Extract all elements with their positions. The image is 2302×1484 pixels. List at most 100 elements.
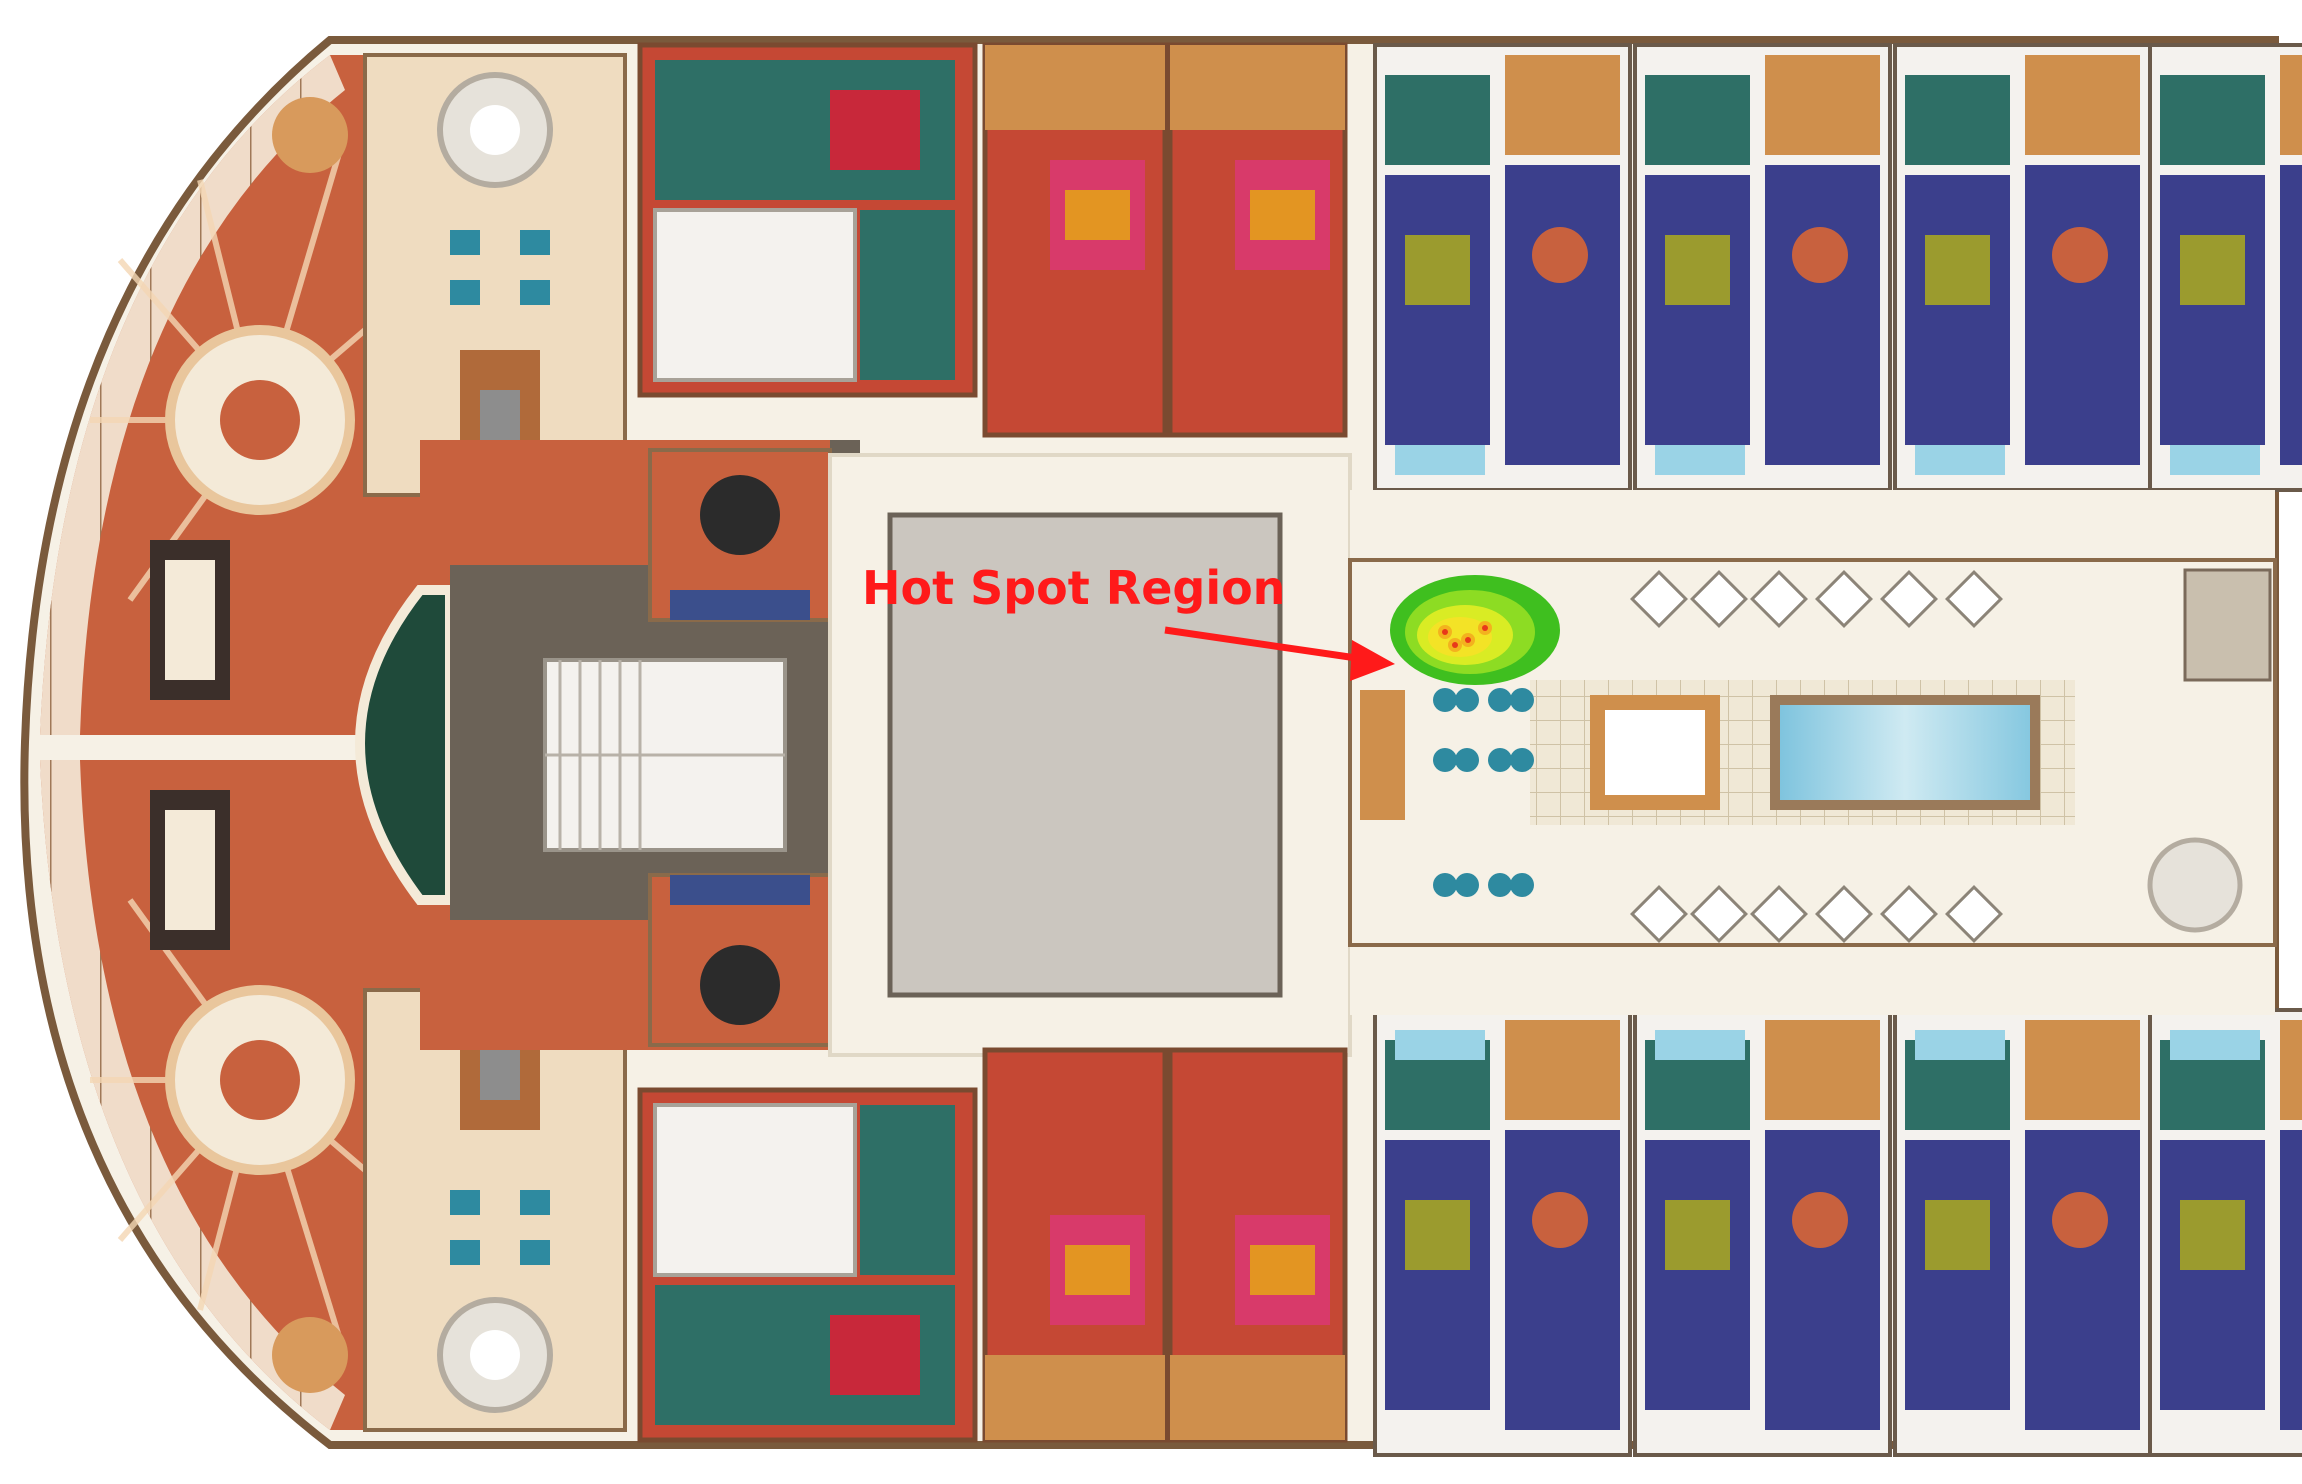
suite-row-lower-right — [1167, 1047, 1348, 1443]
cabin-bath — [1645, 75, 1750, 165]
bistro-seat — [1488, 748, 1512, 772]
aft-stairs — [2183, 568, 2272, 682]
cabin-bed — [1405, 1200, 1470, 1270]
lounge-chair — [1750, 885, 1808, 943]
cabin-carpet — [1385, 175, 1490, 445]
cabin-bath — [2160, 75, 2265, 165]
bistro-seat — [1455, 873, 1479, 897]
cabin-bed — [1925, 235, 1990, 305]
bistro-seat — [1510, 748, 1534, 772]
lounge-chair — [1690, 570, 1748, 628]
lounge-chair — [1945, 885, 2003, 943]
cabin-vanity — [1655, 445, 1745, 475]
bistro-seat — [1433, 688, 1457, 712]
hot-spot-annotation: Hot Spot Region — [862, 561, 1395, 681]
cabin-bed — [2180, 235, 2245, 305]
cabin-vanity — [1655, 1030, 1745, 1060]
bar-counter — [1360, 690, 1405, 820]
cabin-rug — [1792, 227, 1848, 283]
cabin-balcony — [2280, 55, 2302, 155]
cabin-bath — [1905, 75, 2010, 165]
cabin-vanity — [1915, 445, 2005, 475]
cabin-carpet — [2160, 175, 2265, 445]
lounge-chair — [1880, 570, 1938, 628]
swimming-pool — [1780, 705, 2030, 800]
hot-spot-arrow — [1164, 626, 1371, 664]
arrow-head-icon — [1350, 640, 1395, 681]
cabin-vanity — [1395, 445, 1485, 475]
bistro-tables — [1433, 688, 1534, 897]
bistro-seat — [1488, 688, 1512, 712]
bistro-seat — [1510, 688, 1534, 712]
cabin-carpet — [1385, 1140, 1490, 1410]
atrium-dome — [355, 585, 455, 905]
stair-treads — [545, 660, 785, 850]
lounge-chair — [1630, 570, 1688, 628]
elevator-lobby-top — [648, 448, 832, 622]
suite-sitting-bottom — [363, 988, 627, 1432]
cabin-balcony — [1505, 55, 1620, 155]
hot-spot-label: Hot Spot Region — [862, 561, 1285, 615]
elevator-lobby-bottom — [648, 873, 832, 1047]
cabin-balcony — [2025, 55, 2140, 155]
cabin-rug — [1532, 1192, 1588, 1248]
bistro-seat — [1455, 688, 1479, 712]
cabin-carpet — [1905, 1140, 2010, 1410]
cabin-corridor-upper — [1350, 490, 2275, 560]
bistro-seat — [1510, 873, 1534, 897]
heat-peak-dot — [1452, 642, 1458, 648]
lounge-chair — [1945, 570, 2003, 628]
cabin-bath — [1385, 75, 1490, 165]
cabin-row-upper — [1373, 43, 2302, 492]
suite-row-upper-left — [637, 42, 978, 398]
cabin-balcony — [1765, 55, 1880, 155]
cabin-balcony — [1765, 1020, 1880, 1120]
hot-spot-heatmap — [1390, 575, 1560, 685]
lounge-chair — [1750, 570, 1808, 628]
cabin-bed — [1665, 235, 1730, 305]
cabin-rug — [1792, 1192, 1848, 1248]
cabin-carpet — [1905, 175, 2010, 445]
cabin-vanity — [2170, 1030, 2260, 1060]
bistro-seat — [1433, 873, 1457, 897]
suite-row-upper-mid — [982, 42, 1168, 438]
lounge-chair — [1815, 570, 1873, 628]
hot-tub — [1605, 710, 1705, 795]
heat-peak-dot — [1465, 637, 1471, 643]
cabin-row-lower — [1373, 1008, 2302, 1457]
suite-row-upper-right — [1167, 42, 1348, 438]
forward-lounge-bottom — [40, 760, 420, 1430]
deck-chairs — [1630, 570, 2003, 943]
heat-peak-dot — [1482, 625, 1488, 631]
lounge-chair — [1815, 885, 1873, 943]
cabin-rug — [2052, 1192, 2108, 1248]
bistro-seat — [1433, 748, 1457, 772]
cabin-balcony — [2025, 1020, 2140, 1120]
lounge-chair — [1630, 885, 1688, 943]
cabin-vanity — [1395, 1030, 1485, 1060]
cabin-sitting — [2025, 165, 2140, 465]
atrium-void — [887, 512, 1283, 998]
cabin-sitting — [1505, 165, 1620, 465]
aft-hot-tub — [2147, 837, 2243, 933]
cabin-sitting — [1765, 1130, 1880, 1430]
cabin-carpet — [2160, 1140, 2265, 1410]
cabin-bed — [1925, 1200, 1990, 1270]
cabin-rug — [1532, 227, 1588, 283]
suite-row-lower-left — [637, 1087, 978, 1443]
bistro-seat — [1488, 873, 1512, 897]
cabin-sitting — [1765, 165, 1880, 465]
cabin-bed — [1665, 1200, 1730, 1270]
lounge-chair — [1690, 885, 1748, 943]
cabin-carpet — [1645, 175, 1750, 445]
heat-peak-dot — [1442, 629, 1448, 635]
cabin-bed — [2180, 1200, 2245, 1270]
suite-row-lower-mid — [982, 1047, 1168, 1443]
bistro-seat — [1455, 748, 1479, 772]
cabin-sitting — [2280, 165, 2302, 465]
cabin-corridor-lower — [1350, 945, 2275, 1015]
cabin-sitting — [1505, 1130, 1620, 1430]
cabin-carpet — [1645, 1140, 1750, 1410]
lounge-chair — [1880, 885, 1938, 943]
